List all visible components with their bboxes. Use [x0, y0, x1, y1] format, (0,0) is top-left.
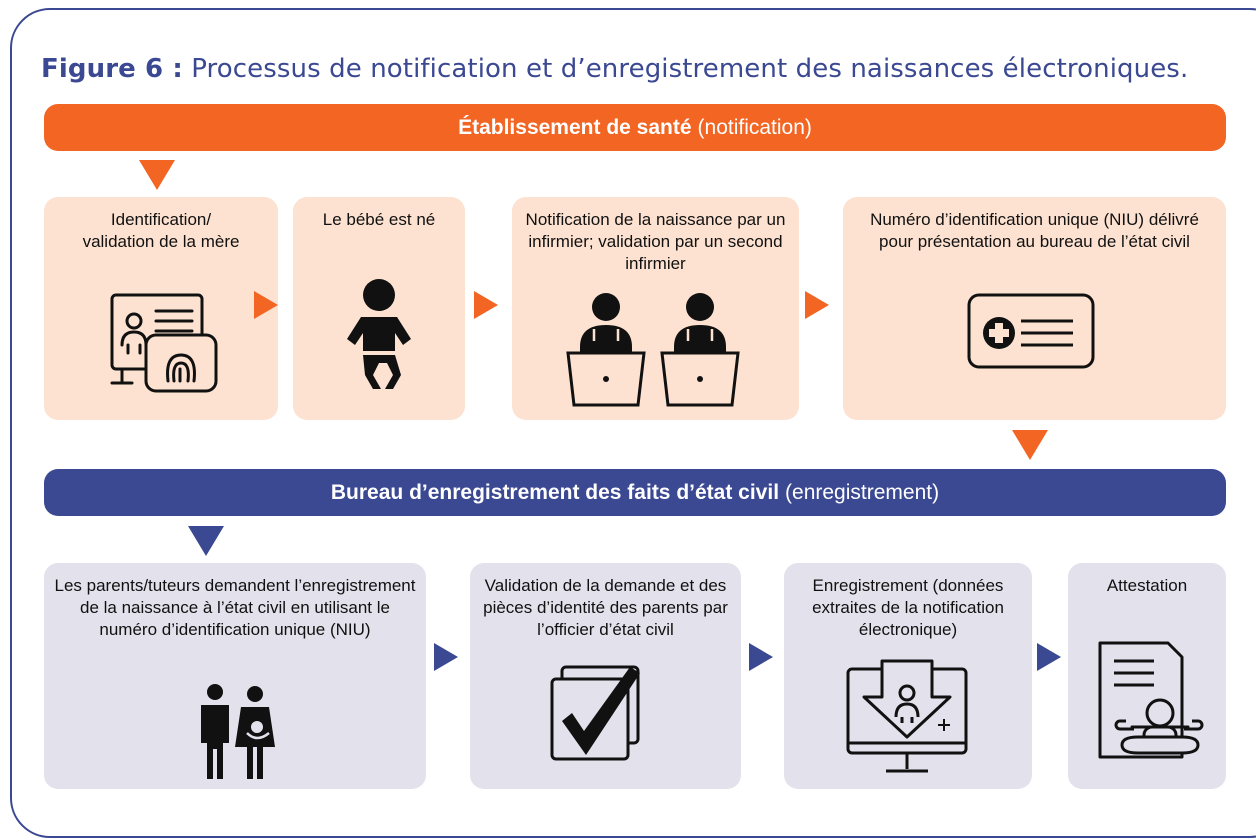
health-facility-title: Établissement de santé [458, 115, 692, 139]
step-label: Identification/ validation de la mère [82, 210, 240, 251]
step-parents-request: Les parents/tuteurs demandent l’enregist… [44, 563, 426, 789]
step-identification: Identification/ validation de la mère [44, 197, 278, 420]
right-arrow-icon [254, 291, 278, 319]
right-arrow-icon [749, 643, 773, 671]
step-label: Numéro d’identification unique (NIU) dél… [870, 210, 1199, 251]
id-card-fingerprint-icon [110, 293, 218, 393]
right-arrow-icon [434, 643, 458, 671]
checkmark-icon [550, 665, 640, 761]
health-card-icon [967, 293, 1095, 369]
civil-registry-subtitle: (enregistrement) [785, 480, 940, 504]
civil-registry-title: Bureau d’enregistrement des faits d’état… [330, 480, 780, 504]
down-arrow-icon [1012, 430, 1048, 460]
down-arrow-icon [139, 160, 175, 190]
baby-icon [347, 279, 411, 389]
right-arrow-icon [1037, 643, 1061, 671]
step-registration: Enregistrement (données extraites de la … [784, 563, 1032, 789]
step-nurse-notification: Notification de la naissance par un infi… [512, 197, 799, 420]
step-label: Les parents/tuteurs demandent l’enregist… [54, 576, 416, 639]
step-attestation: Attestation [1068, 563, 1226, 789]
step-baby-born: Le bébé est né [293, 197, 465, 420]
figure-caption: Processus de notification et d’enregistr… [191, 54, 1189, 84]
step-validation: Validation de la demande et des pièces d… [470, 563, 741, 789]
certificate-baby-icon [1098, 641, 1204, 759]
monitor-download-icon [846, 659, 968, 773]
step-niu-issued: Numéro d’identification unique (NIU) dél… [843, 197, 1226, 420]
health-facility-banner: Établissement de santé (notification) [44, 104, 1226, 151]
family-icon [201, 684, 275, 779]
figure-title: Figure 6 : Processus de notification et … [41, 54, 1188, 84]
right-arrow-icon [805, 291, 829, 319]
step-label: Notification de la naissance par un infi… [525, 210, 786, 273]
nurses-laptops-icon [566, 293, 740, 407]
down-arrow-icon [188, 526, 224, 556]
step-label: Validation de la demande et des pièces d… [483, 576, 728, 639]
step-label: Attestation [1106, 576, 1188, 595]
civil-registry-banner: Bureau d’enregistrement des faits d’état… [44, 469, 1226, 516]
figure-label: Figure 6 : [41, 54, 183, 84]
right-arrow-icon [474, 291, 498, 319]
step-label: Le bébé est né [322, 210, 436, 229]
step-label: Enregistrement (données extraites de la … [812, 576, 1004, 639]
health-facility-subtitle: (notification) [697, 115, 812, 139]
